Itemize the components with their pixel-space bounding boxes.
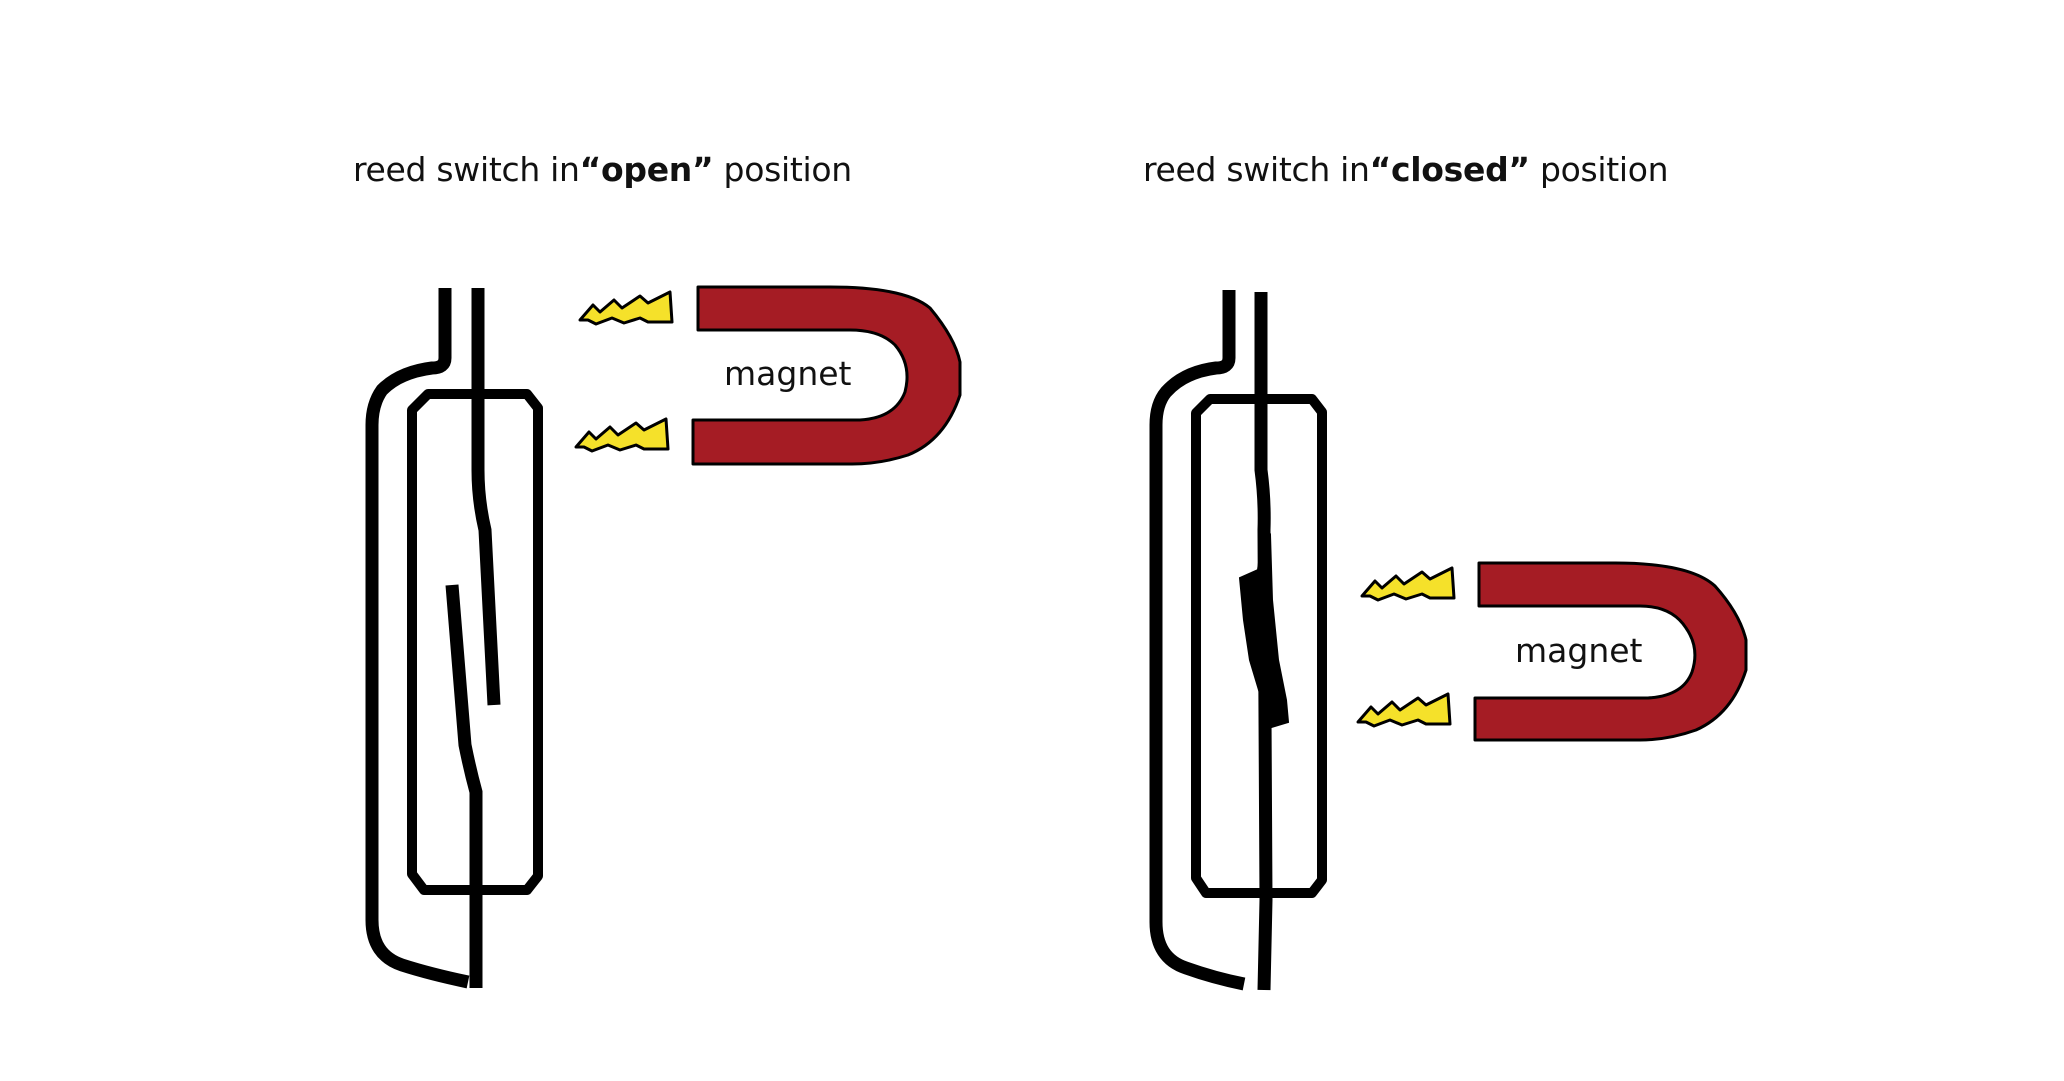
caption-open-position: reed switch in“open” position	[353, 148, 852, 192]
outer-lead-closed	[1149, 290, 1246, 991]
caption-closed-suffix: position	[1529, 150, 1669, 189]
glass-tube-closed	[1191, 394, 1327, 898]
reed-contact-closed	[1238, 533, 1290, 730]
bolt-icon	[574, 417, 670, 453]
reed-switch-closed	[1149, 290, 1327, 991]
outer-lead-open	[365, 288, 470, 989]
magnet-closed	[1473, 561, 1748, 742]
caption-open-state: “open”	[579, 150, 714, 189]
upper-reed-open	[471, 288, 501, 706]
caption-closed-state: “closed”	[1369, 150, 1530, 189]
caption-open-prefix: reed switch in	[353, 150, 580, 189]
bolt-icon	[578, 290, 674, 326]
field-bolts-open	[574, 290, 674, 453]
field-bolts-closed	[1356, 566, 1456, 728]
lower-reed-open	[445, 584, 483, 988]
magnet-open	[691, 285, 962, 466]
caption-open-suffix: position	[713, 150, 853, 189]
reed-switch-open	[365, 288, 543, 989]
magnet-label-open: magnet	[724, 354, 852, 393]
bolt-icon	[1356, 692, 1452, 728]
caption-closed-prefix: reed switch in	[1143, 150, 1370, 189]
glass-tube-open	[407, 389, 543, 895]
reed-lead-closed	[1254, 292, 1273, 991]
magnet-label-closed: magnet	[1515, 631, 1643, 670]
bolt-icon	[1360, 566, 1456, 602]
caption-closed-position: reed switch in“closed” position	[1143, 148, 1669, 192]
